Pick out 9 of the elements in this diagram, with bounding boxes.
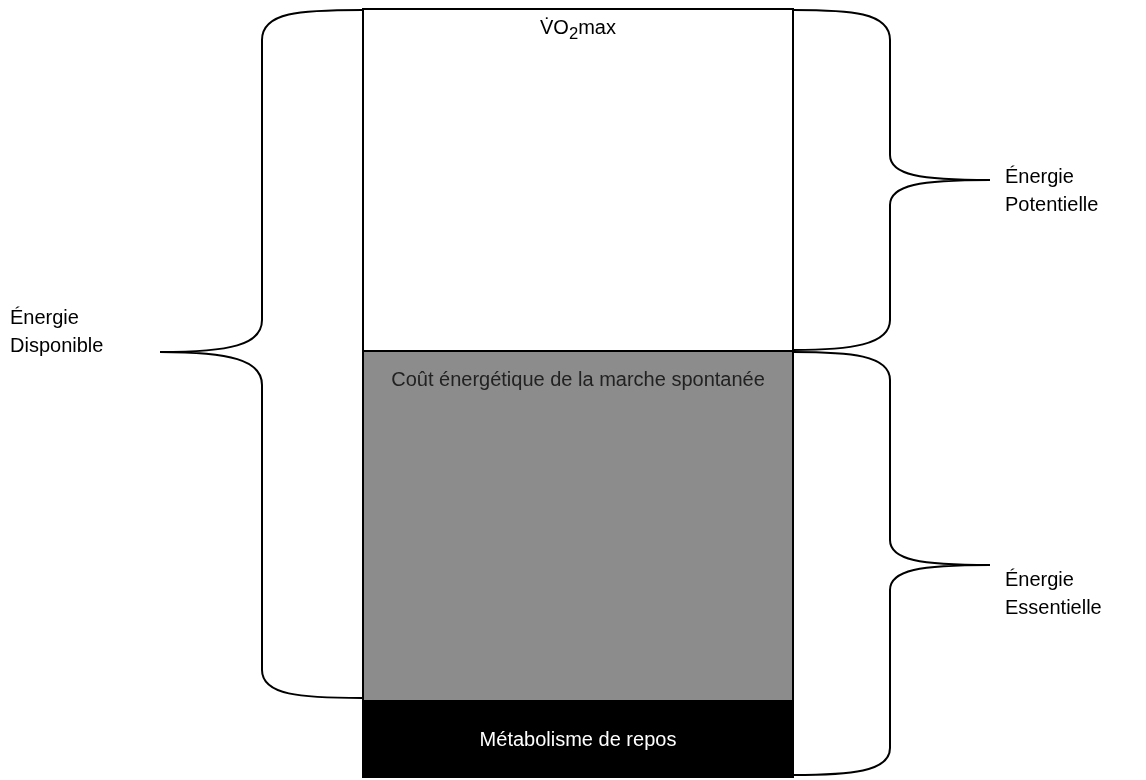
segment-label: V̇O$_{2}$max [539,15,617,45]
segment-label: Métabolisme de repos [478,727,678,752]
bar-segment [362,8,794,352]
brace-label: Énergie Potentielle [1005,164,1100,217]
bar-segment [362,700,794,778]
bar-segment [362,350,794,702]
brace-label: Énergie Essentielle [1005,567,1103,620]
brace-label: Énergie Disponible [10,305,105,358]
segment-label: Coût énergétique de la marche spontanée [390,367,766,392]
